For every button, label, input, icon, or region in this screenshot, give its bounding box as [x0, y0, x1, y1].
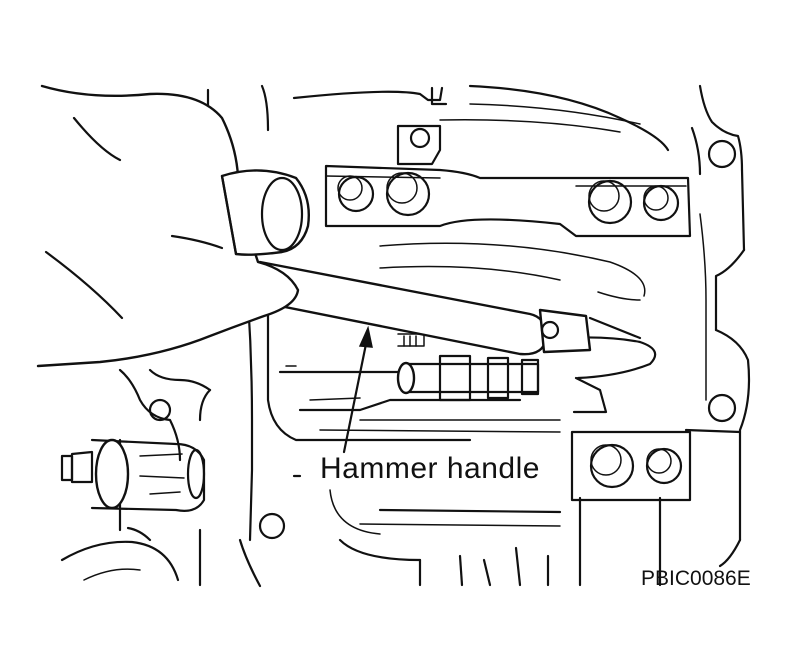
shaft — [396, 333, 540, 402]
hand — [36, 84, 310, 368]
hammer-handle — [248, 260, 642, 356]
bolt-head — [587, 179, 633, 225]
bolt-head — [337, 175, 375, 213]
figure-code: PBIC0086E — [641, 567, 751, 590]
mount-hole — [707, 393, 737, 423]
bolt-head — [385, 171, 431, 217]
bolt-head — [589, 443, 635, 489]
mount-hole — [258, 512, 286, 540]
callout-label: Hammer handle — [320, 452, 540, 485]
bolt-head — [645, 447, 683, 485]
top-tab — [396, 124, 442, 166]
mount-hole — [707, 139, 737, 169]
lower-bearing-cap — [570, 430, 692, 502]
upper-bearing-cap — [324, 164, 692, 238]
bolt-head — [642, 184, 680, 222]
callout-arrow — [342, 325, 373, 454]
left-bracket — [60, 398, 206, 512]
transmission-housing — [60, 84, 751, 588]
